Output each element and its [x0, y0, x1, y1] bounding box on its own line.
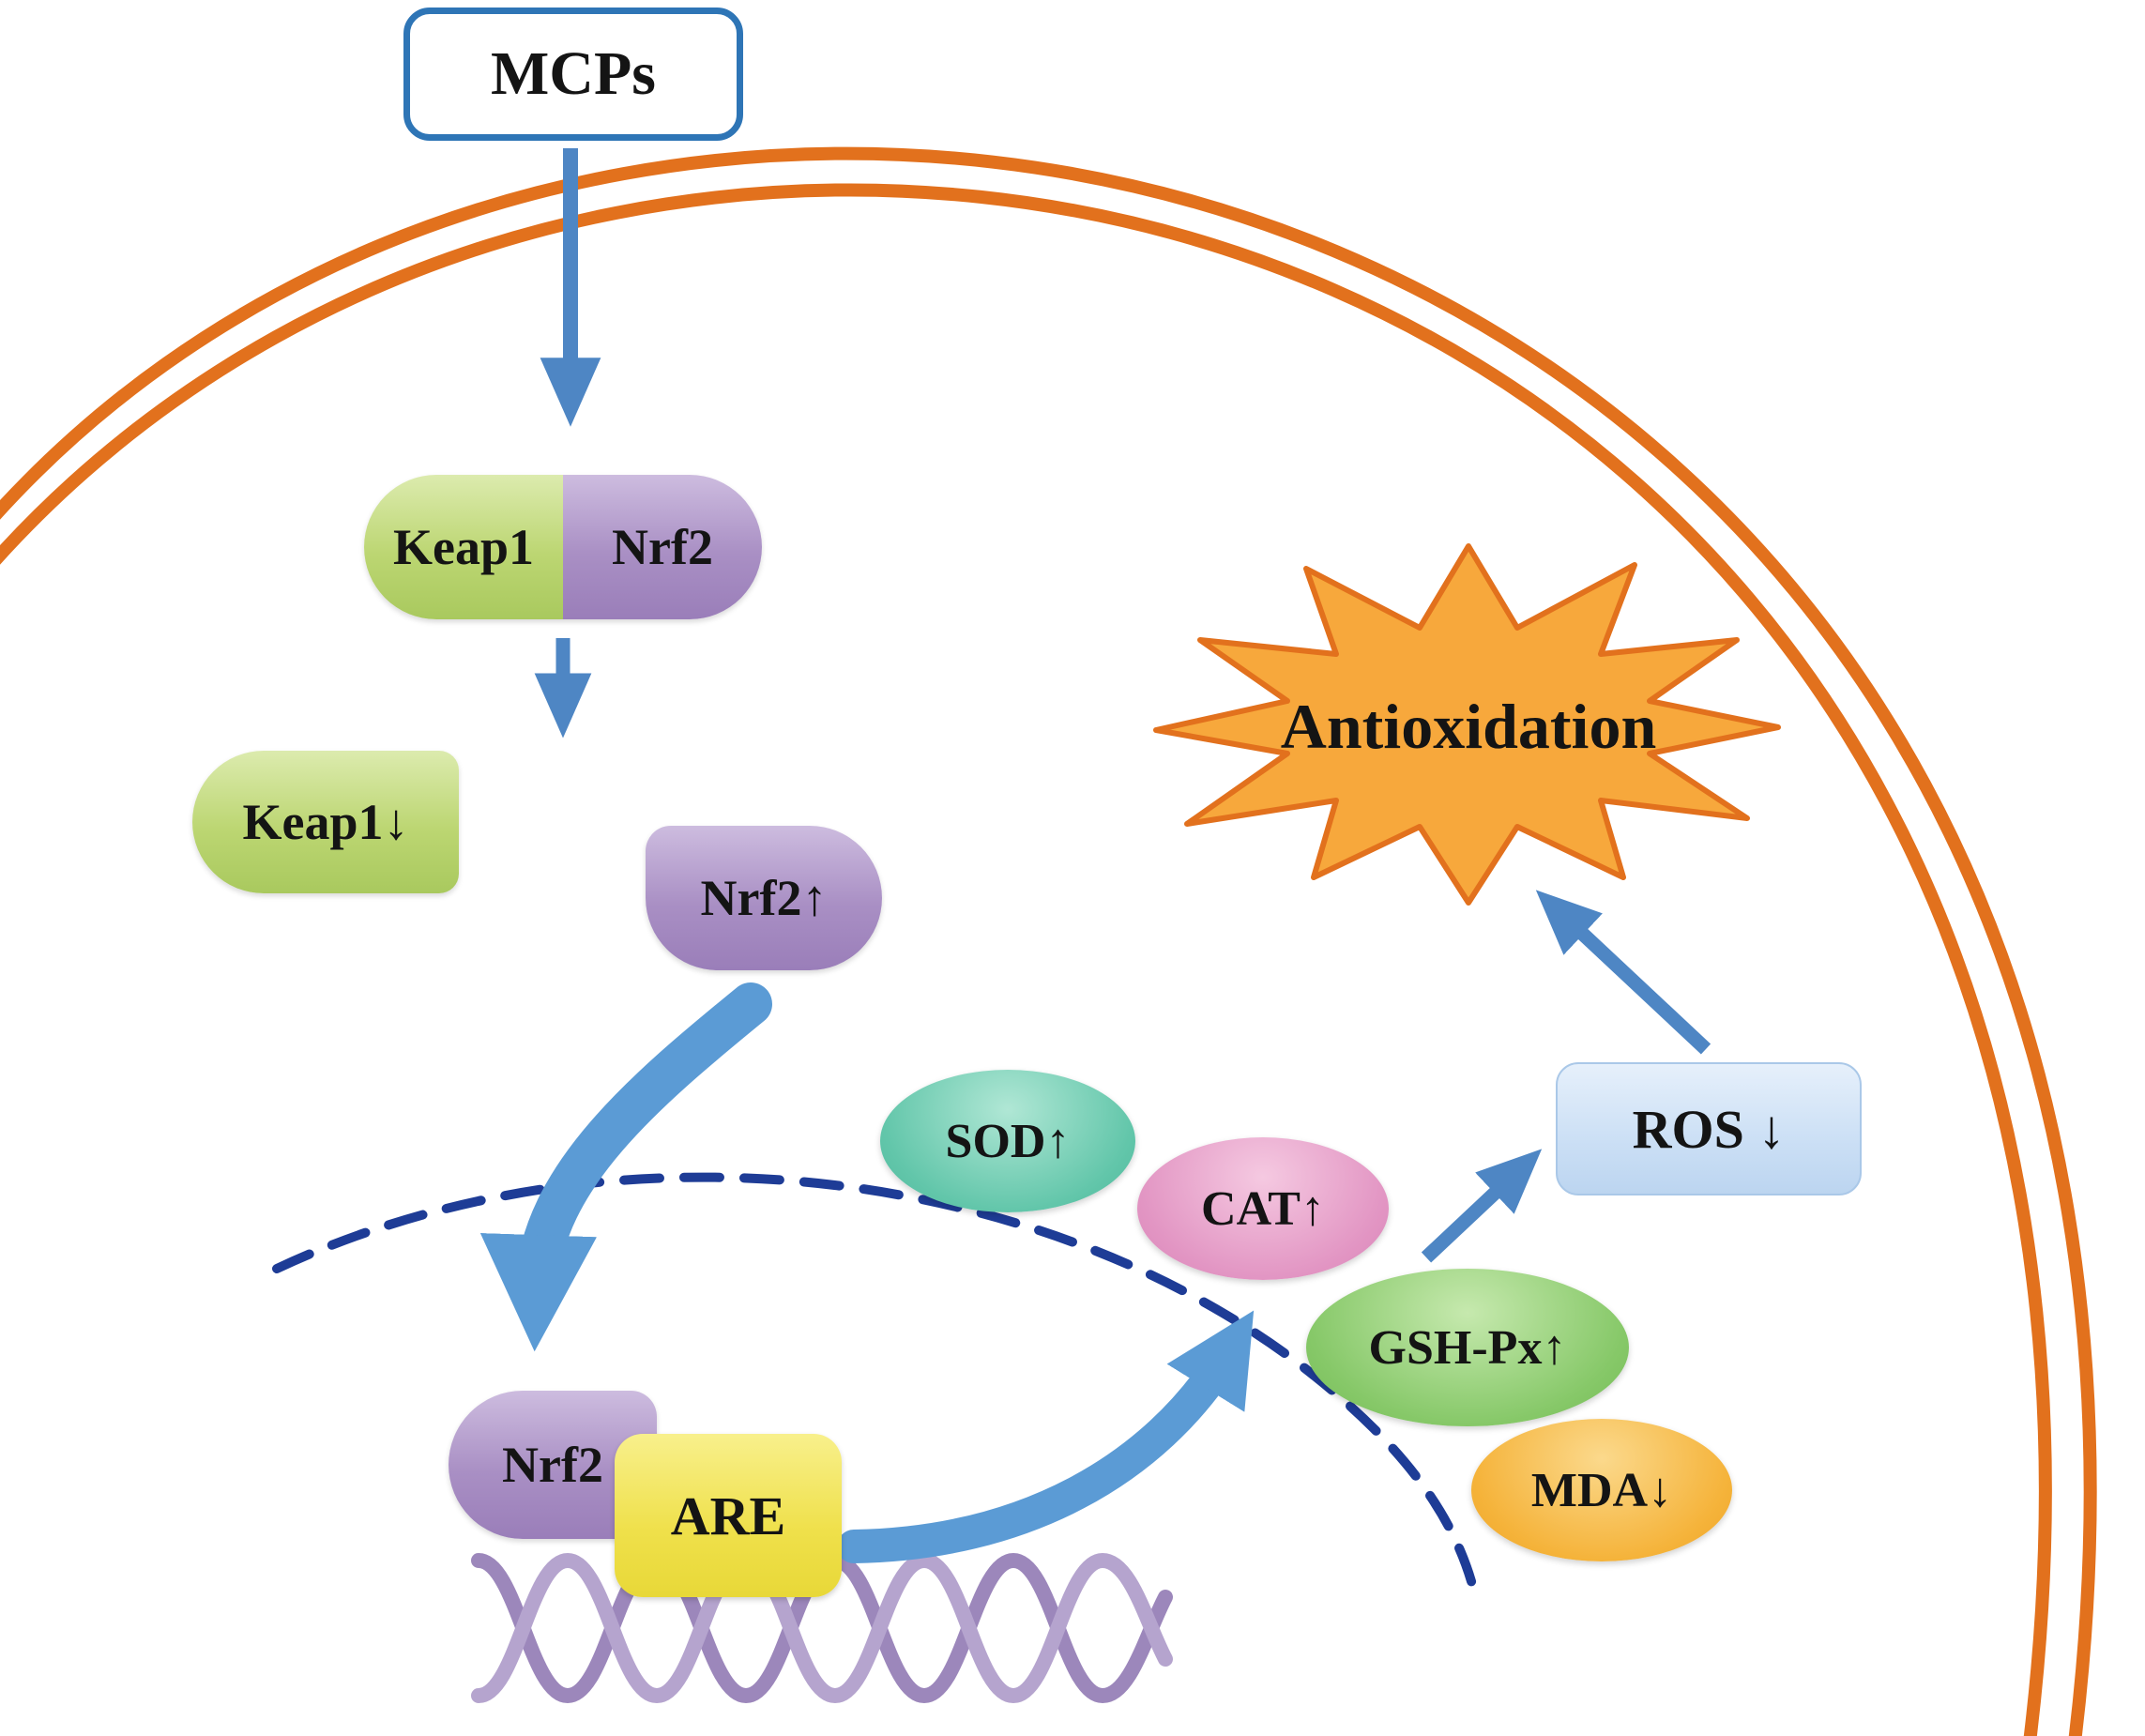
antioxidation-starburst-icon: [1153, 543, 1781, 906]
nrf2-complex-half: Nrf2: [563, 475, 762, 619]
are-element: ARE: [615, 1434, 842, 1597]
sod-label: SOD↑: [945, 1114, 1071, 1168]
antioxidation-label: Antioxidation: [1280, 690, 1657, 762]
mcps-box: MCPs: [403, 8, 743, 141]
mda-label: MDA↓: [1530, 1463, 1673, 1517]
keap1-nrf2-complex: Keap1 Nrf2: [364, 475, 762, 619]
nrf2-released-shape: Nrf2↑: [646, 826, 882, 970]
nuclear-membrane-dashed: [272, 1172, 1480, 1600]
mda-ellipse: MDA↓: [1471, 1419, 1732, 1561]
keap1-complex-label: Keap1: [392, 519, 534, 575]
cat-label: CAT↑: [1201, 1181, 1325, 1236]
mcps-label: MCPs: [491, 39, 656, 108]
sod-ellipse: SOD↑: [880, 1070, 1135, 1212]
keap1-complex-half: Keap1: [364, 475, 563, 619]
cat-ellipse: CAT↑: [1137, 1137, 1389, 1280]
are-label: ARE: [670, 1485, 786, 1546]
gsh-px-label: GSH-Px↑: [1368, 1320, 1567, 1375]
nrf2-nucleus-label: Nrf2: [502, 1437, 603, 1493]
gsh-px-ellipse: GSH-Px↑: [1306, 1269, 1629, 1426]
keap1-released-shape: Keap1↓: [192, 751, 459, 893]
ros-box: ROS ↓: [1556, 1062, 1862, 1195]
nrf2-complex-label: Nrf2: [612, 519, 713, 575]
arrow-nrf2-to-nucleus-icon: [479, 982, 772, 1352]
arrow-are-to-enzymes-icon: [837, 1310, 1255, 1563]
nrf2-released-label: Nrf2↑: [700, 870, 828, 926]
arrow-ros-to-antioxidation-icon: [1535, 890, 1711, 1055]
cell-membrane: [0, 146, 2097, 1736]
keap1-released-label: Keap1↓: [242, 794, 409, 850]
arrow-cat-to-ros-icon: [1421, 1149, 1543, 1263]
antioxidation-label-wrap: Antioxidation: [1164, 674, 1773, 779]
ros-label: ROS ↓: [1632, 1098, 1786, 1160]
